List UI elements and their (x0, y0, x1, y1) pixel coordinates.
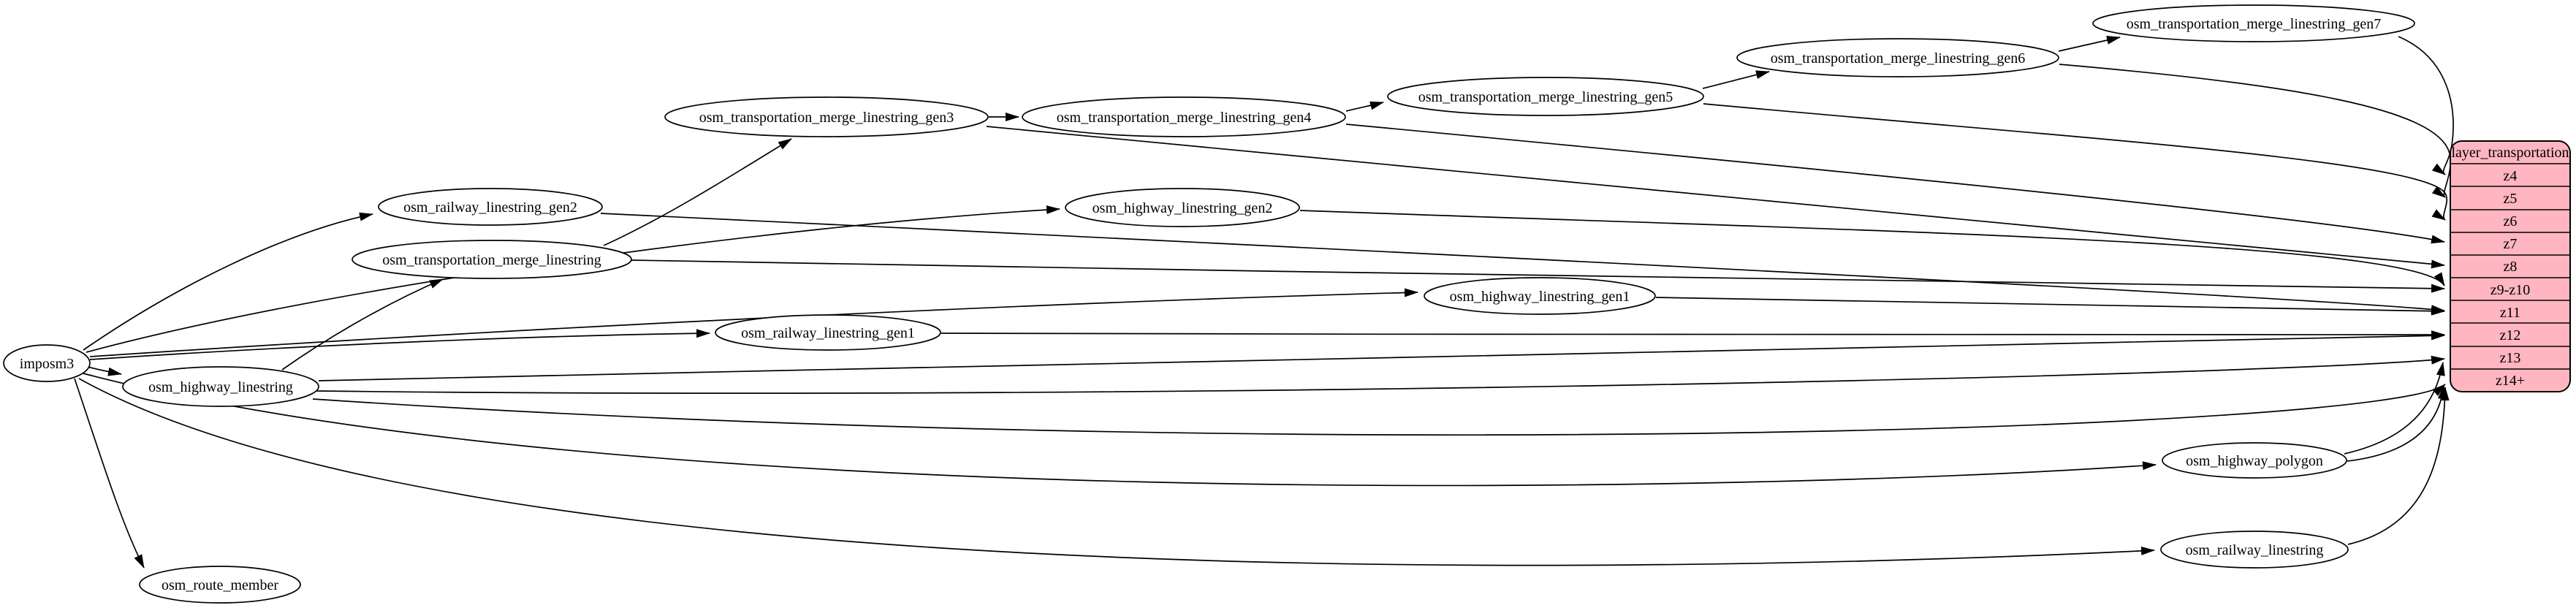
osm_transportation_merge_linestring_gen5-ellipse (1387, 77, 1704, 116)
edge-imposm3-to-osm_railway_linestring (78, 378, 2155, 566)
node-osm_transportation_merge_linestring_gen5: osm_transportation_merge_linestring_gen5 (1387, 77, 1704, 116)
node-osm_railway_linestring: osm_railway_linestring (2160, 531, 2349, 569)
record-box (2450, 140, 2571, 392)
node-osm_railway_linestring_gen1: osm_railway_linestring_gen1 (715, 314, 941, 351)
osm_route_member-ellipse (139, 566, 301, 604)
edge-gen7-to-z4 (2398, 36, 2454, 175)
edge-polygon-to-z14 (2347, 385, 2447, 462)
osm_railway_linestring_gen2-ellipse (378, 188, 603, 226)
node-osm_transportation_merge_linestring_gen3: osm_transportation_merge_linestring_gen3 (664, 96, 989, 137)
record-row-z8: z8 (2504, 259, 2518, 275)
record-row-z9-z10: z9-z10 (2490, 282, 2530, 298)
edge-imposm3-to-osm_highway_linestring (87, 366, 122, 376)
osm_transportation_merge_linestring_gen7-label: osm_transportation_merge_linestring_gen7 (2127, 16, 2381, 32)
nodes: imposm3 osm_highway_linestring osm_route… (3, 4, 2415, 604)
edge-osm_transportation_merge_linestring-to-gen3 (603, 138, 792, 246)
osm_railway_linestring_gen1-ellipse (715, 314, 941, 351)
osm_highway_linestring-ellipse (122, 366, 319, 407)
record-layer_transportation: layer_transportation z4 z5 z6 z7 z8 z9-z… (2450, 140, 2571, 392)
edge-osm_highway_linestring-to-z14 (312, 384, 2446, 436)
edge-imposm3-to-osm_railway_linestring_gen1 (89, 329, 710, 360)
edge-imposm3-to-osm_highway_polygon (83, 373, 2157, 487)
edge-railway_linestring-to-z14 (2347, 387, 2450, 545)
imposm3-ellipse (3, 344, 91, 382)
record-row-z6: z6 (2504, 213, 2518, 229)
node-osm_transportation_merge_linestring_gen7: osm_transportation_merge_linestring_gen7 (2092, 4, 2415, 42)
edge-railway_gen1-to-z12 (941, 330, 2445, 340)
node-osm_highway_linestring_gen1: osm_highway_linestring_gen1 (1424, 277, 1656, 315)
node-osm_highway_polygon: osm_highway_polygon (2162, 442, 2347, 479)
node-osm_transportation_merge_linestring_gen6: osm_transportation_merge_linestring_gen6 (1736, 38, 2059, 77)
edge-imposm3-to-osm_railway_linestring_gen2 (83, 212, 373, 351)
osm_railway_linestring-label: osm_railway_linestring (2186, 542, 2324, 558)
edge-railway_gen2-to-z11 (600, 213, 2445, 314)
edge-osm_highway_linestring-to-z12 (318, 331, 2445, 381)
record-row-z14: z14+ (2496, 373, 2525, 389)
osm_railway_linestring-ellipse (2160, 531, 2349, 569)
osm_highway_linestring_gen1-ellipse (1424, 277, 1656, 315)
osm_transportation_merge_linestring-ellipse (352, 240, 632, 279)
node-osm_transportation_merge_linestring: osm_transportation_merge_linestring (352, 240, 632, 279)
osm_transportation_merge_linestring_gen3-ellipse (664, 96, 989, 137)
osm_highway_polygon-label: osm_highway_polygon (2186, 453, 2323, 469)
edge-highway_gen2-to-z9-z10 (1299, 210, 2445, 286)
edge-gen6-to-z5 (2059, 64, 2451, 198)
node-osm_railway_linestring_gen2: osm_railway_linestring_gen2 (378, 188, 603, 226)
record-row-z4: z4 (2504, 168, 2518, 184)
osm_highway_linestring-label: osm_highway_linestring (148, 379, 293, 395)
osm_railway_linestring_gen2-label: osm_railway_linestring_gen2 (403, 200, 577, 216)
osm_transportation_merge_linestring_gen6-label: osm_transportation_merge_linestring_gen6 (1771, 50, 2025, 66)
node-imposm3: imposm3 (3, 344, 91, 382)
osm_transportation_merge_linestring-label: osm_transportation_merge_linestring (382, 252, 601, 268)
osm_transportation_merge_linestring_gen6-ellipse (1736, 38, 2059, 77)
edge-gen4-to-gen5 (1345, 101, 1384, 112)
record-row-z5: z5 (2504, 191, 2518, 207)
edge-imposm3-to-osm_route_member (74, 378, 145, 569)
edge-gen5-to-gen6 (1702, 70, 1770, 89)
record-row-z11: z11 (2500, 305, 2520, 321)
osm_transportation_merge_linestring_gen4-ellipse (1022, 96, 1346, 137)
osm_highway_linestring_gen1-label: osm_highway_linestring_gen1 (1450, 289, 1630, 305)
record-title: layer_transportation (2451, 145, 2569, 161)
node-osm_route_member: osm_route_member (139, 566, 301, 604)
edge-merge_linestring-to-z9-z10 (631, 259, 2445, 293)
edge-polygon-to-z13 (2344, 362, 2445, 455)
osm_transportation_merge_linestring_gen3-label: osm_transportation_merge_linestring_gen3 (699, 110, 954, 126)
edge-osm_highway_linestring-to-osm_transportation_merge_linestring (281, 278, 444, 370)
osm_highway_linestring_gen2-ellipse (1065, 188, 1300, 227)
record-row-z7: z7 (2504, 236, 2518, 252)
node-osm_highway_linestring: osm_highway_linestring (122, 366, 319, 407)
imposm3-label: imposm3 (20, 356, 74, 372)
record-row-z12: z12 (2500, 327, 2521, 343)
osm_railway_linestring_gen1-label: osm_railway_linestring_gen1 (741, 325, 915, 341)
osm_highway_polygon-ellipse (2162, 442, 2347, 479)
osm_transportation_merge_linestring_gen4-label: osm_transportation_merge_linestring_gen4 (1057, 110, 1311, 126)
osm_transportation_merge_linestring_gen7-ellipse (2092, 4, 2415, 42)
edge-highway_gen1-to-z11 (1655, 297, 2445, 316)
edge-gen4-to-z7 (1345, 123, 2445, 244)
edge-gen6-to-gen7 (2058, 36, 2121, 52)
osm_highway_linestring_gen2-label: osm_highway_linestring_gen2 (1093, 200, 1273, 216)
edge-gen5-to-z6 (1703, 103, 2448, 221)
edge-osm_highway_linestring-to-z13 (316, 355, 2445, 394)
osm_route_member-label: osm_route_member (162, 577, 278, 593)
node-osm_highway_linestring_gen2: osm_highway_linestring_gen2 (1065, 188, 1300, 227)
node-osm_transportation_merge_linestring_gen4: osm_transportation_merge_linestring_gen4 (1022, 96, 1346, 137)
record-row-z13: z13 (2500, 350, 2521, 366)
osm_transportation_merge_linestring_gen5-label: osm_transportation_merge_linestring_gen5 (1418, 89, 1673, 105)
